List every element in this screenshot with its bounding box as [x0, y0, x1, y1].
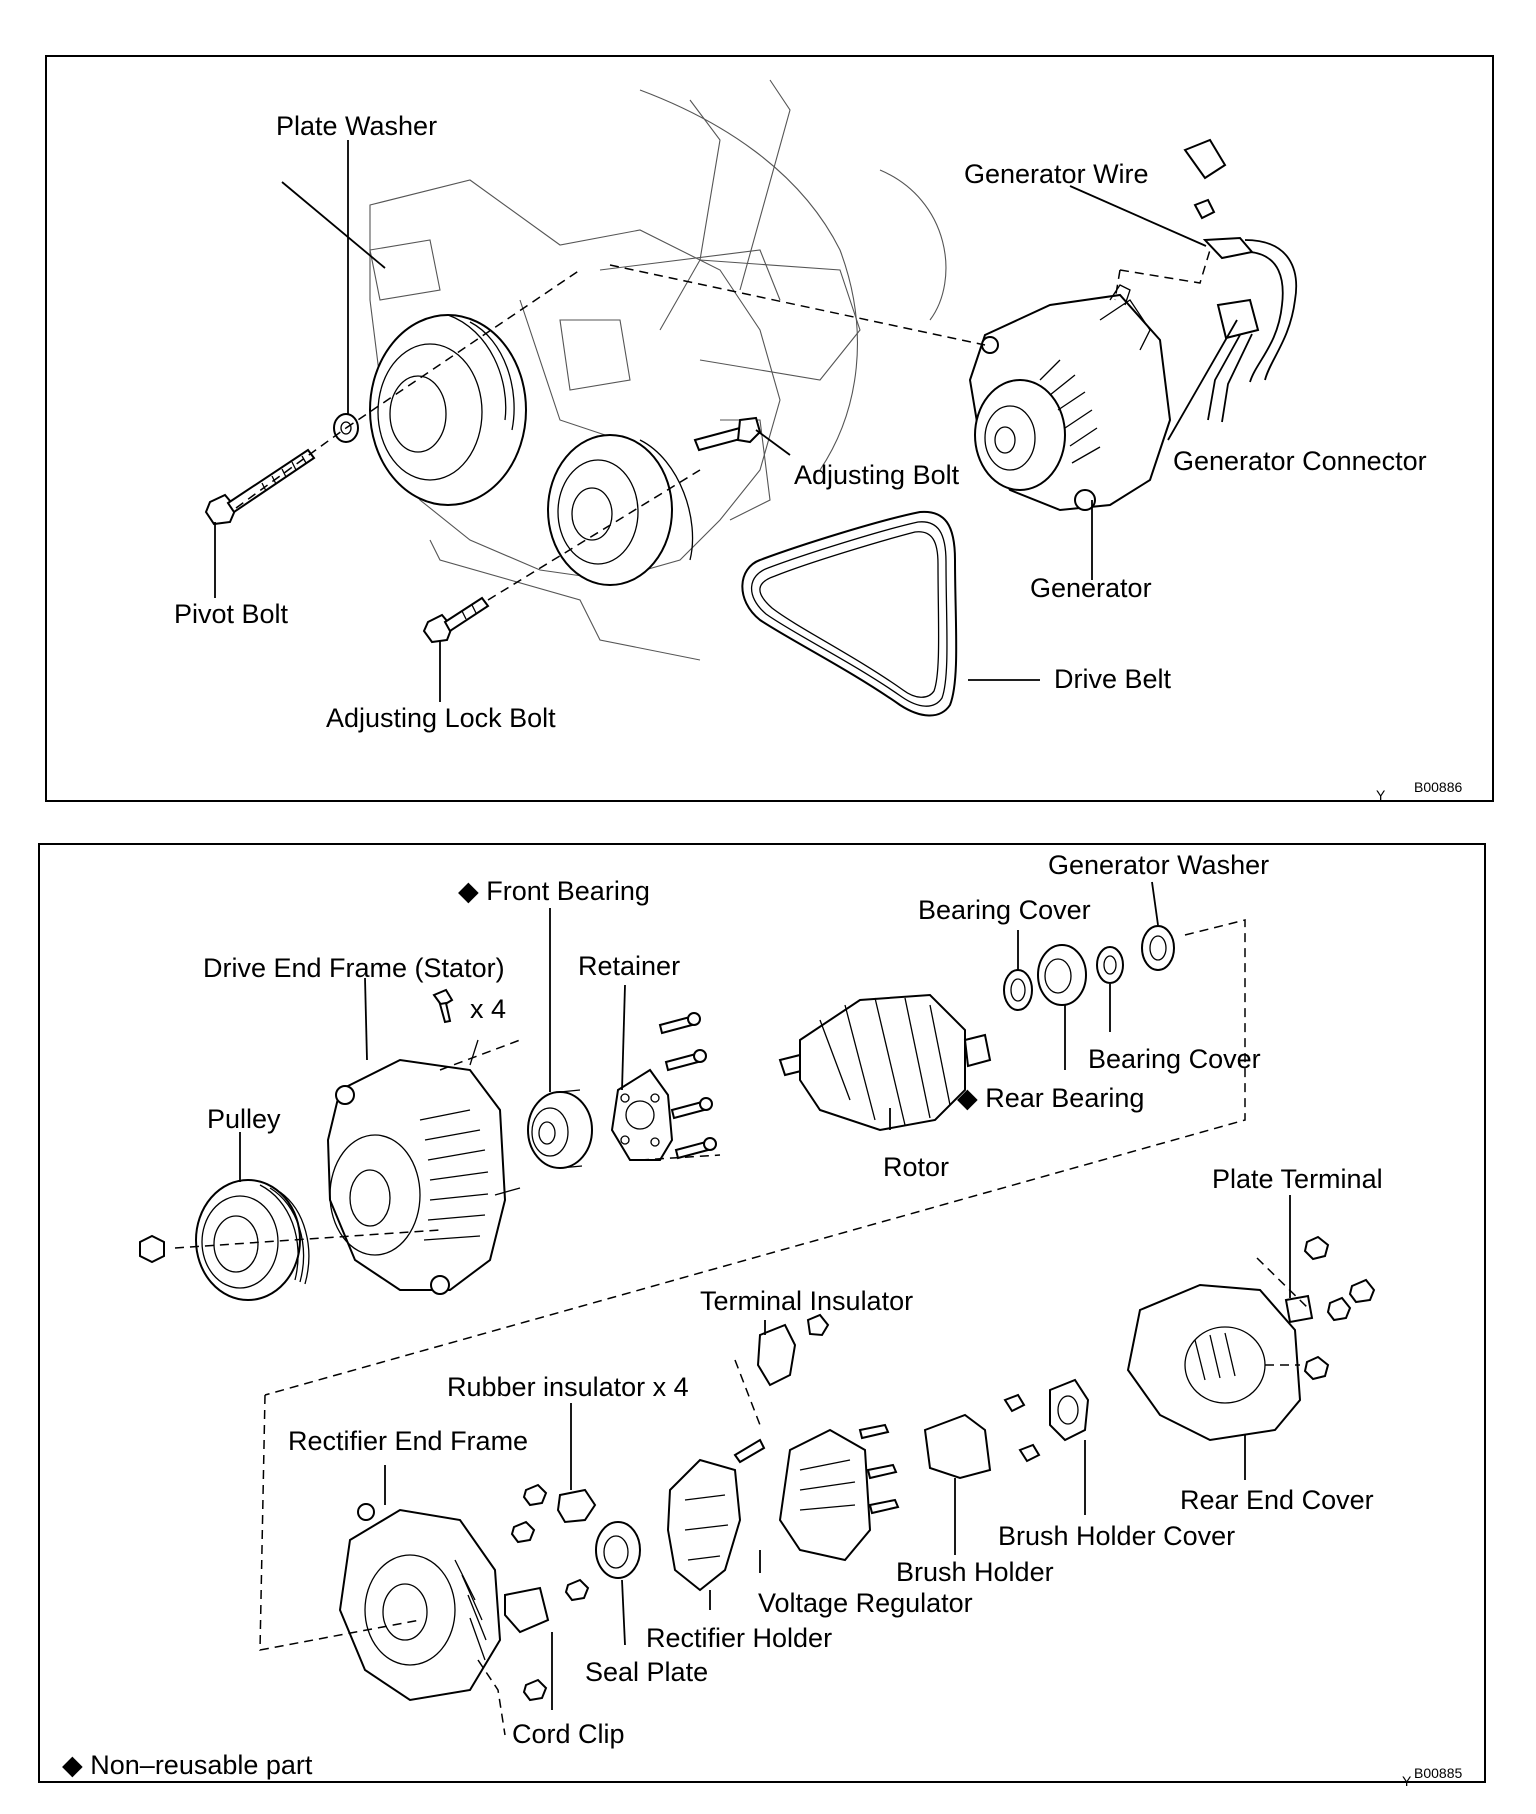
label-generator-connector: Generator Connector	[1173, 446, 1427, 476]
front-bearing-drawing	[527, 1089, 593, 1169]
seal-plate-drawing	[595, 1521, 641, 1579]
cord-clip-drawing	[504, 1586, 550, 1634]
voltage-regulator-drawing	[778, 1423, 900, 1562]
retainer-screws-drawing	[658, 1012, 717, 1160]
label-adjusting-bolt: Adjusting Bolt	[794, 460, 960, 490]
label-brush-holder: Brush Holder	[896, 1557, 1054, 1587]
label-brush-holder-cover: Brush Holder Cover	[998, 1521, 1235, 1551]
rear-end-cover-drawing	[1126, 1283, 1302, 1442]
drive-frame-screw-drawing	[432, 988, 454, 1024]
compressor-pulley-drawing	[547, 434, 694, 586]
label-bearing-cover-bottom: Bearing Cover	[1088, 1044, 1261, 1074]
label-generator-washer: Generator Washer	[1048, 850, 1269, 880]
rotor-end-parts-drawing	[1003, 925, 1175, 1011]
assembly-lines-bottom	[174, 919, 1311, 1736]
label-cord-clip: Cord Clip	[512, 1719, 625, 1749]
label-seal-plate: Seal Plate	[585, 1657, 708, 1687]
label-rear-bearing: ◆ Rear Bearing	[957, 1083, 1144, 1113]
label-terminal-insulator: Terminal Insulator	[700, 1286, 913, 1316]
exploded-view-panel	[38, 843, 1486, 1783]
adjusting-lock-bolt-drawing	[422, 596, 490, 644]
label-voltage-regulator: Voltage Regulator	[758, 1588, 973, 1618]
label-front-bearing: ◆ Front Bearing	[458, 876, 650, 906]
figure-code-bottom: B00885	[1414, 1765, 1462, 1781]
leader-lines-bottom	[239, 881, 1291, 1710]
label-pulley: Pulley	[207, 1104, 281, 1134]
drive-belt-drawing	[741, 510, 958, 717]
legend-non-reusable: ◆ Non–reusable part	[62, 1750, 313, 1780]
label-drive-end-frame: Drive End Frame (Stator)	[203, 953, 505, 983]
label-rubber-insulator: Rubber insulator x 4	[447, 1372, 689, 1402]
figure-code-prefix-top: Y	[1376, 787, 1386, 803]
retainer-drawing	[610, 1068, 674, 1161]
label-generator: Generator	[1030, 573, 1152, 603]
pulley-drawing	[139, 1179, 310, 1301]
generator-wiring-drawing	[1183, 138, 1298, 423]
label-rectifier-holder: Rectifier Holder	[646, 1623, 832, 1653]
terminal-insulator-drawing	[756, 1313, 830, 1387]
label-pivot-bolt: Pivot Bolt	[174, 599, 289, 629]
label-drive-belt: Drive Belt	[1054, 664, 1172, 694]
figure-code-top: B00886	[1414, 779, 1462, 795]
label-rotor: Rotor	[883, 1152, 949, 1182]
brush-holder-drawing	[923, 1393, 1041, 1480]
crankshaft-pulley-drawing	[369, 314, 527, 506]
leader-lines-top	[214, 140, 1238, 702]
generator-drawing	[968, 284, 1172, 512]
label-adjusting-lock-bolt: Adjusting Lock Bolt	[326, 703, 556, 733]
rectifier-end-frame-drawing	[338, 1503, 502, 1702]
adjusting-bolt-drawing	[693, 416, 762, 452]
drive-end-frame-drawing	[326, 1039, 521, 1295]
label-retainer: Retainer	[578, 951, 680, 981]
rectifier-nuts-drawing	[510, 1483, 590, 1702]
label-plate-terminal: Plate Terminal	[1212, 1164, 1383, 1194]
pivot-bolt-drawing	[204, 448, 316, 526]
label-plate-washer: Plate Washer	[276, 111, 437, 141]
assembly-lines-top	[235, 249, 1211, 601]
rubber-insulator-drawing	[556, 1488, 597, 1524]
label-generator-wire: Generator Wire	[964, 159, 1149, 189]
brush-holder-cover-drawing	[1049, 1378, 1090, 1442]
plate-terminal-drawing	[1284, 1235, 1376, 1381]
label-screw-quantity: x 4	[470, 994, 506, 1024]
label-rectifier-end-frame: Rectifier End Frame	[288, 1426, 528, 1456]
label-rear-end-cover: Rear End Cover	[1180, 1485, 1374, 1515]
rotor-drawing	[778, 993, 992, 1132]
label-bearing-cover-top: Bearing Cover	[918, 895, 1091, 925]
installation-diagram-panel	[45, 55, 1494, 802]
rectifier-holder-drawing	[666, 1438, 766, 1592]
